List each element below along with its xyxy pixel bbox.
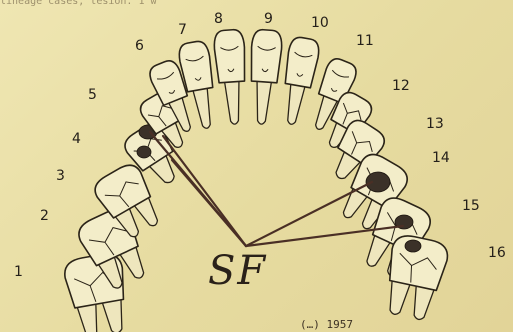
tooth-number-15: 15 (462, 198, 480, 214)
pointer-line-tooth-4b (163, 136, 246, 246)
tooth-number-5: 5 (88, 87, 97, 103)
tooth-crown (249, 29, 283, 83)
lesion-tooth-16 (405, 240, 421, 252)
tooth-crown (213, 29, 247, 83)
tooth-number-9: 9 (264, 11, 273, 27)
tooth-10 (276, 36, 321, 127)
tooth-number-4: 4 (72, 131, 81, 147)
sf-label: SF (208, 248, 267, 294)
tooth-number-6: 6 (135, 38, 144, 54)
lesion-tooth-4 (137, 146, 151, 158)
tooth-number-11: 11 (356, 33, 374, 49)
tooth-number-14: 14 (432, 150, 450, 166)
tooth-9 (246, 29, 283, 125)
tooth-number-13: 13 (426, 116, 444, 132)
tooth-number-16: 16 (488, 245, 506, 261)
tooth-number-1: 1 (14, 264, 23, 280)
pointer-line-tooth-4c (172, 160, 246, 246)
tooth-number-2: 2 (40, 208, 49, 224)
tooth-crown (283, 36, 321, 88)
tooth-number-12: 12 (392, 78, 410, 94)
tooth-number-8: 8 (214, 11, 223, 27)
tooth-number-10: 10 (311, 15, 329, 31)
cropped-caption-bottom: (…) 1957 (300, 318, 353, 331)
tooth-number-7: 7 (178, 22, 187, 38)
tooth-number-3: 3 (56, 168, 65, 184)
tooth-8 (213, 29, 250, 125)
